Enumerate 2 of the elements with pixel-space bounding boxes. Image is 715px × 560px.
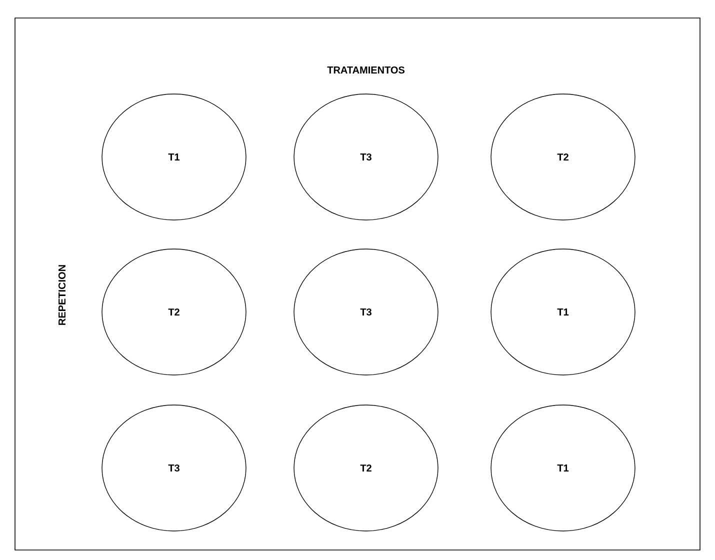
title: TRATAMIENTOS	[327, 66, 405, 74]
axis-label: REPETICION	[58, 265, 66, 325]
